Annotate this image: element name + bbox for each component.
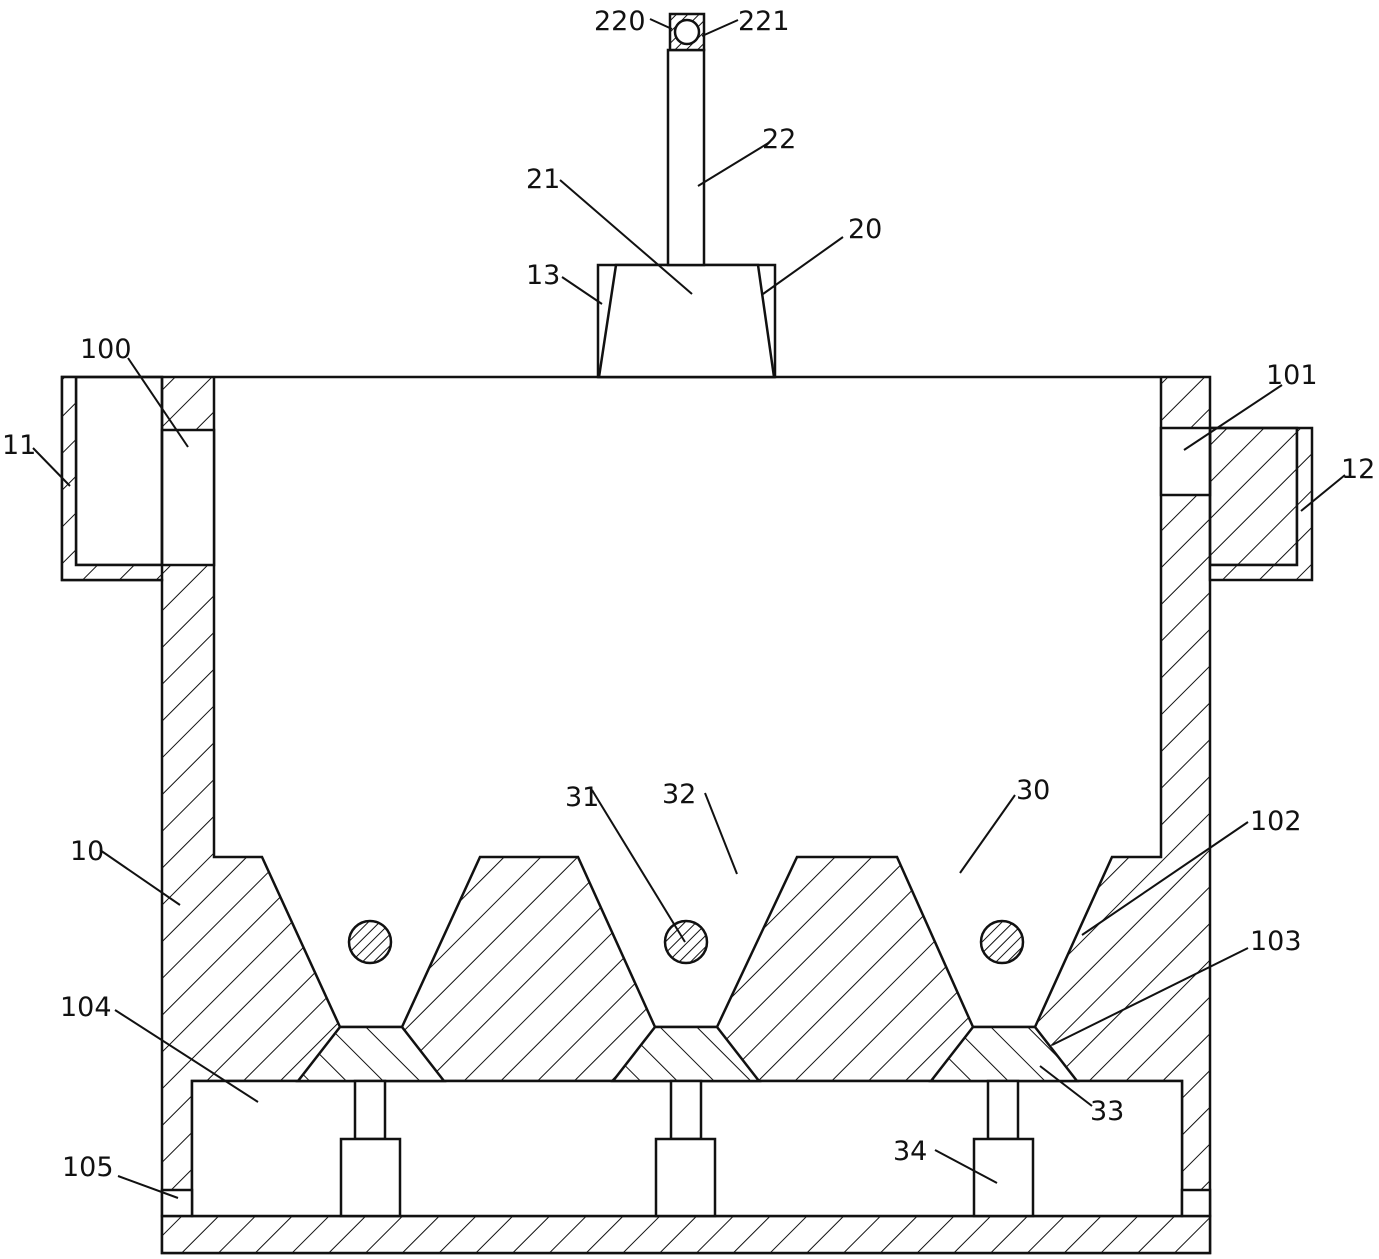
label-221: 221: [738, 6, 790, 37]
valve-block-1: [295, 1025, 447, 1083]
label-22: 22: [762, 124, 796, 155]
label-105: 105: [62, 1152, 114, 1183]
rod-3: [986, 1079, 1020, 1141]
actuator-1: [339, 1137, 402, 1218]
rod-1: [353, 1079, 387, 1141]
stopper-21: [597, 263, 776, 379]
label-32: 32: [662, 779, 696, 810]
label-10: 10: [70, 836, 104, 867]
shaft-22: [666, 48, 706, 267]
label-30: 30: [1016, 775, 1050, 806]
side-chamber-11: [60, 375, 164, 582]
label-group: 220 221 22 21 20 13 100 101 11 12 10 31 …: [2, 6, 1375, 1183]
label-11: 11: [2, 430, 36, 461]
actuator-3: [972, 1137, 1035, 1218]
side-chamber-12: [1208, 426, 1314, 582]
rod-2: [669, 1079, 703, 1141]
valve-block-2: [610, 1025, 762, 1083]
label-33: 33: [1090, 1096, 1124, 1127]
label-20: 20: [848, 214, 882, 245]
pin-2: [663, 919, 709, 965]
pin-1: [347, 919, 393, 965]
leader-lines: [32, 18, 1346, 1199]
port-100: [160, 428, 216, 567]
label-101: 101: [1266, 360, 1318, 391]
ball-220: [673, 18, 701, 46]
label-21: 21: [526, 164, 560, 195]
actuator-2: [654, 1137, 717, 1218]
label-34: 34: [893, 1136, 927, 1167]
label-100: 100: [80, 334, 132, 365]
label-31: 31: [565, 782, 599, 813]
label-103: 103: [1250, 926, 1302, 957]
base-plate: [160, 1214, 1212, 1255]
label-102: 102: [1250, 806, 1302, 837]
label-220: 220: [594, 6, 646, 37]
label-13: 13: [526, 260, 560, 291]
label-104: 104: [60, 992, 112, 1023]
pin-3: [979, 919, 1025, 965]
vent-105-right: [1180, 1188, 1212, 1218]
label-12: 12: [1341, 454, 1375, 485]
